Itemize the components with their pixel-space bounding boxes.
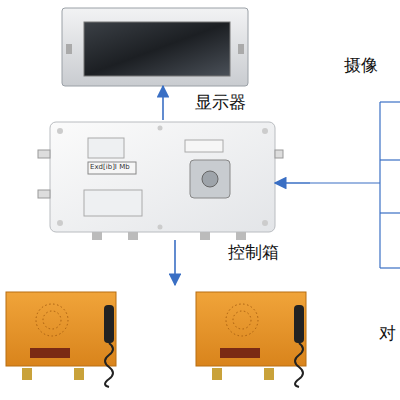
nameplate-text: Exd[ib]I Mb	[90, 164, 130, 171]
intercom-photo	[6, 292, 306, 387]
device-node: 显示器	[62, 8, 248, 86]
bracket	[310, 102, 400, 268]
device-label: 摄像	[344, 55, 378, 75]
display-photo	[62, 8, 248, 86]
device-node: 对	[0, 285, 400, 385]
signal-arrow	[174, 240, 176, 285]
device-node: 摄像	[310, 55, 400, 275]
device-label: 对	[379, 323, 396, 343]
signal-arrow	[162, 86, 164, 120]
device-node: 控制箱	[50, 120, 275, 240]
device-label: 显示器	[195, 92, 246, 112]
device-label: 控制箱	[228, 242, 279, 262]
control-box-photo	[38, 122, 283, 240]
signal-arrow	[275, 182, 310, 184]
